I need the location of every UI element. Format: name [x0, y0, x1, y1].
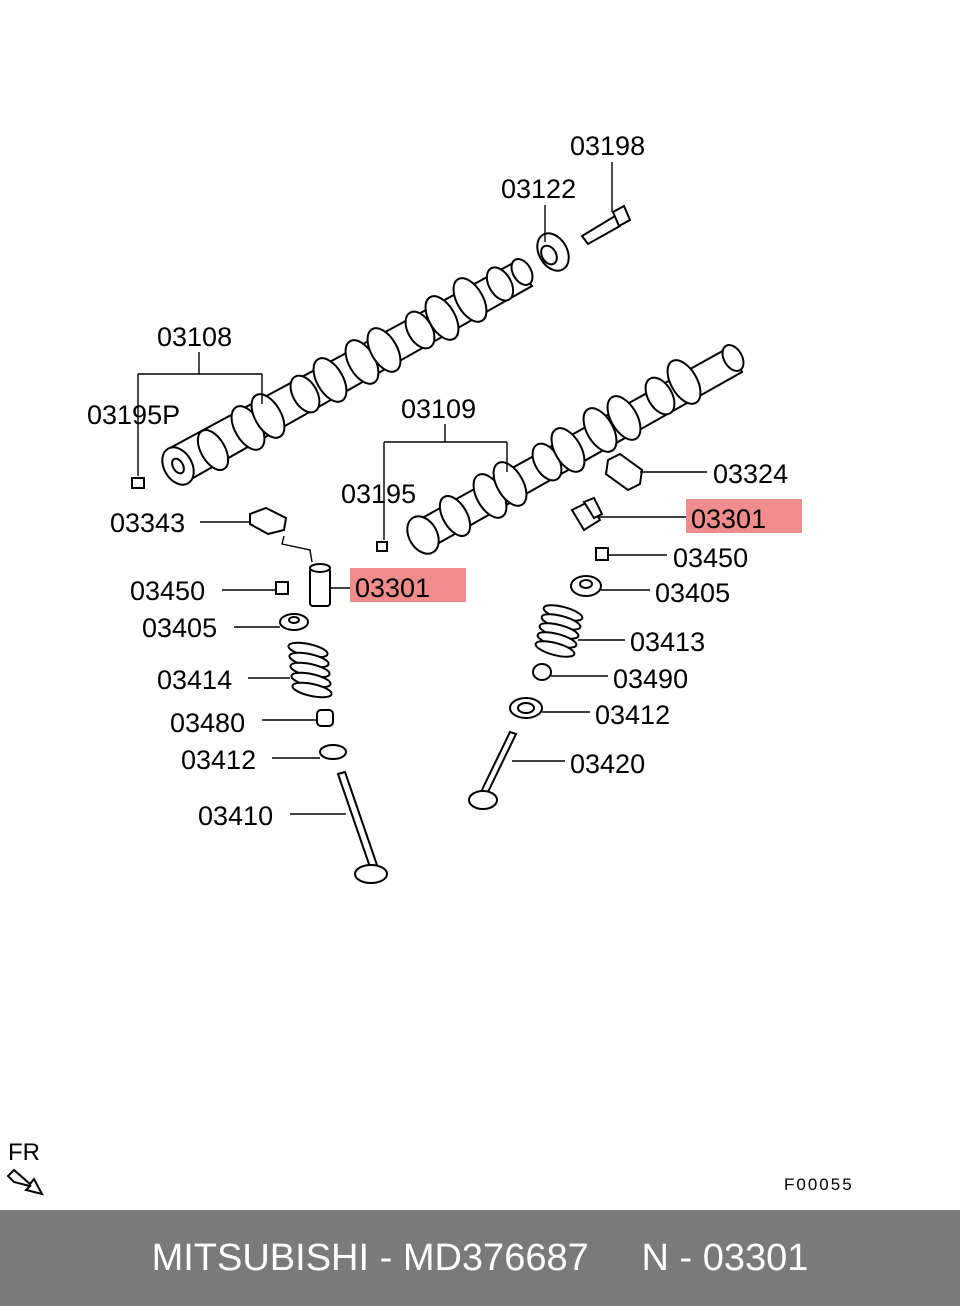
- label-03195: 03195: [341, 479, 416, 509]
- lash-adjuster-03301-left: [309, 563, 331, 607]
- direction-arrow-icon: [6, 1168, 44, 1196]
- label-03405-left: 03405: [142, 613, 217, 643]
- valve-key-03450-left: [275, 581, 289, 595]
- footer-ref: N - 03301: [641, 1236, 809, 1279]
- valve-spring-03414: [287, 641, 333, 699]
- label-03420: 03420: [570, 749, 645, 779]
- footer-bar: MITSUBISHI - MD376687 N - 03301: [0, 1210, 960, 1306]
- label-03412-left: 03412: [181, 745, 256, 775]
- leader-lines: [137, 162, 707, 815]
- stem-seal-03490: [532, 663, 552, 681]
- label-03405-right: 03405: [655, 578, 730, 608]
- label-03122: 03122: [501, 174, 576, 204]
- spring-seat-03412-right: [509, 697, 543, 719]
- valve-spring-03413: [534, 604, 584, 658]
- parts-diagram: 03198 03122 03108 03195P 03109 03324 031…: [6, 131, 854, 1196]
- spring-seat-03412-left: [319, 744, 347, 760]
- highlight-box-right: [686, 499, 802, 533]
- label-03108: 03108: [157, 322, 232, 352]
- label-03450-right: 03450: [673, 543, 748, 573]
- lash-adjuster-03301-right: [570, 496, 604, 532]
- sprocket-03122: [536, 232, 570, 272]
- valve-key-03450-right: [595, 547, 609, 561]
- valve-03420: [468, 730, 518, 810]
- rocker-arm-03324: [604, 452, 644, 492]
- label-03450-left: 03450: [130, 576, 205, 606]
- camshaft-lower: [406, 344, 745, 555]
- label-03109: 03109: [401, 394, 476, 424]
- label-03410: 03410: [198, 801, 273, 831]
- label-03301-right: 03301: [691, 504, 766, 534]
- dowel-pin-03195p: [131, 477, 145, 489]
- valve-03410: [336, 770, 388, 884]
- label-03412-right: 03412: [595, 700, 670, 730]
- highlight-box-left: [350, 568, 466, 602]
- label-03324: 03324: [713, 459, 788, 489]
- retainer-03405-left: [279, 613, 309, 631]
- label-03480: 03480: [170, 708, 245, 738]
- figure-code: F00055: [784, 1175, 854, 1194]
- label-03343: 03343: [110, 508, 185, 538]
- footer-separator: -: [369, 1236, 403, 1279]
- footer-brand: MITSUBISHI: [151, 1236, 370, 1279]
- label-03413: 03413: [630, 627, 705, 657]
- bolt-03198: [580, 204, 632, 246]
- label-03414: 03414: [157, 665, 232, 695]
- stem-seal-03480: [316, 709, 334, 727]
- footer-gap: [589, 1237, 642, 1280]
- direction-label: FR: [8, 1139, 40, 1166]
- camshaft-upper: [161, 258, 534, 486]
- label-03198: 03198: [570, 131, 645, 161]
- retainer-03405-right: [570, 575, 602, 597]
- rocker-arm-03343: [249, 506, 288, 536]
- label-03301-left: 03301: [355, 573, 430, 603]
- footer-part-number: MD376687: [402, 1236, 589, 1279]
- label-03195p: 03195P: [87, 400, 180, 430]
- label-03490: 03490: [613, 664, 688, 694]
- dowel-pin-03195: [376, 541, 388, 552]
